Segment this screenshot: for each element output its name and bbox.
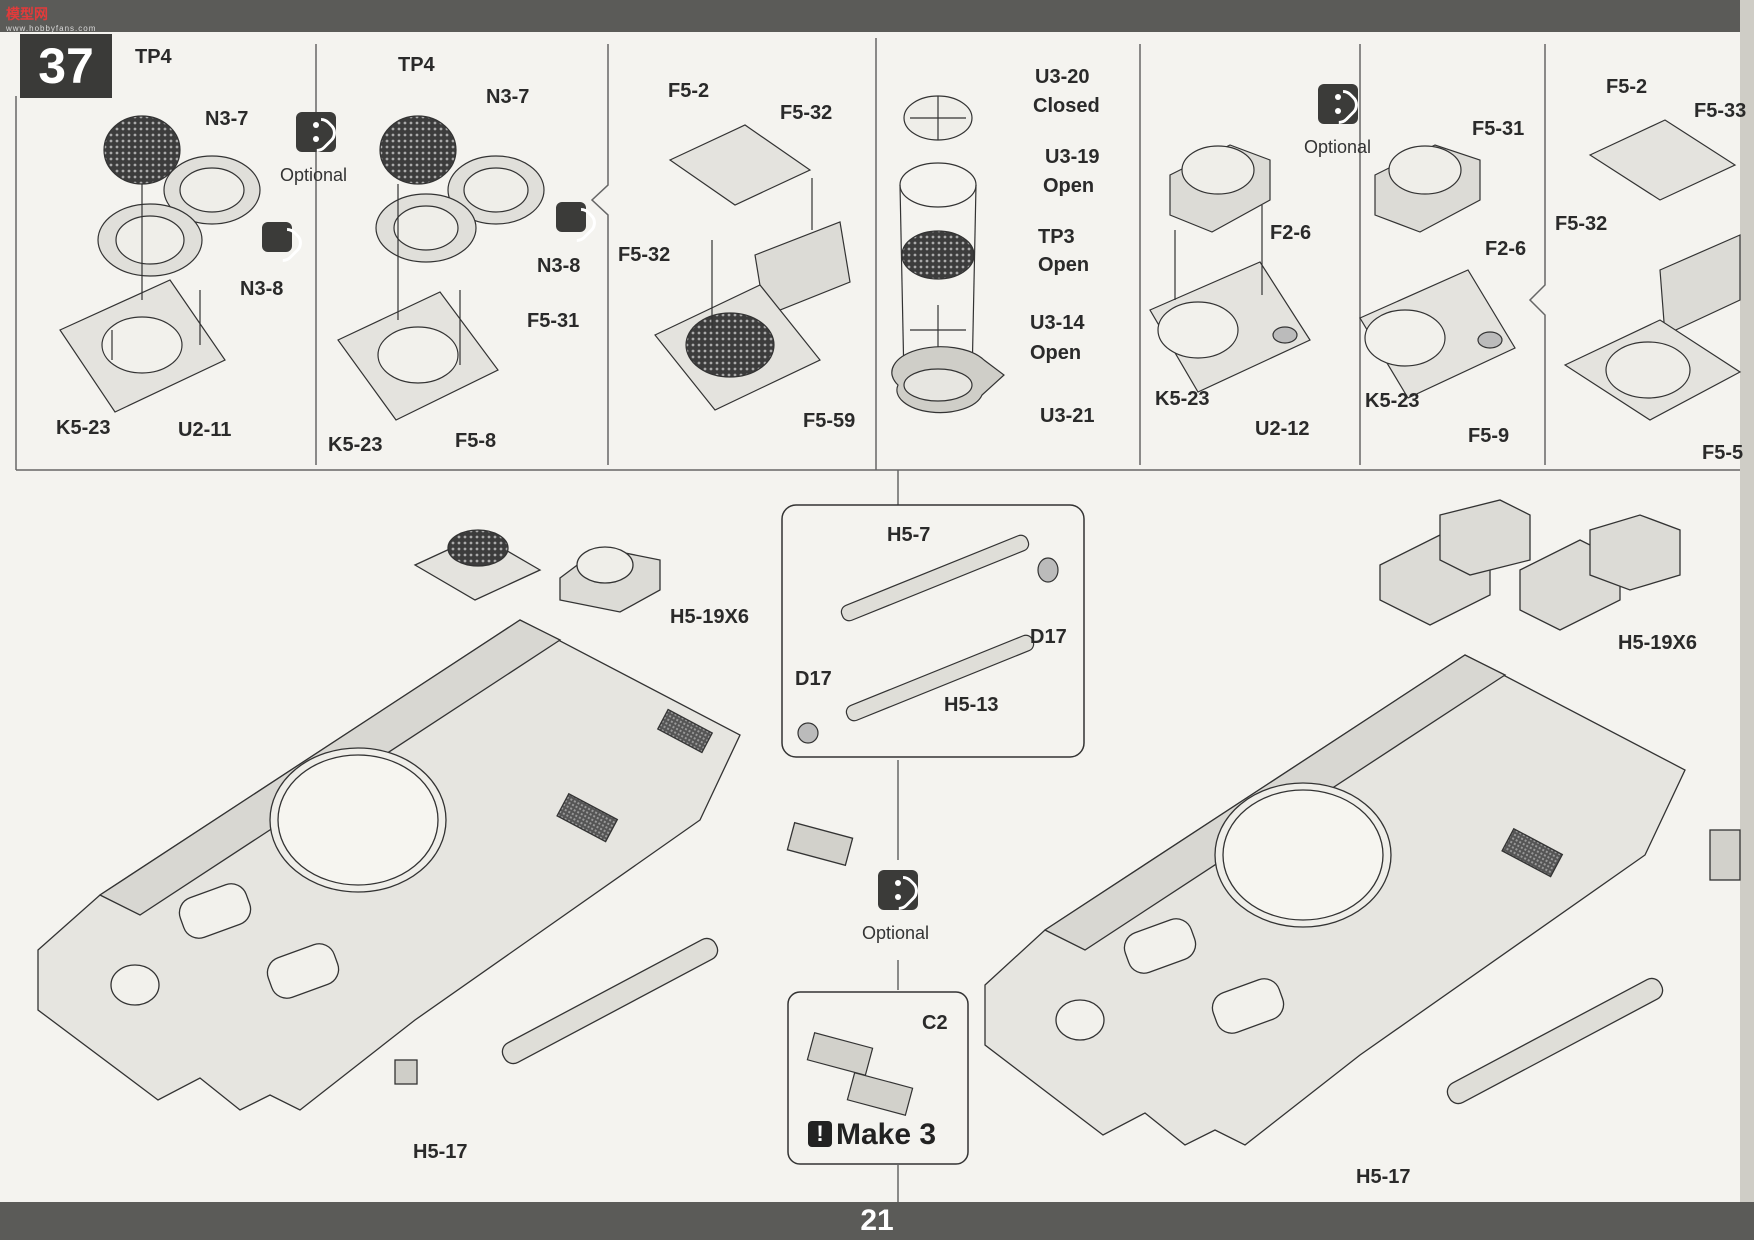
optional-label: Optional xyxy=(1304,137,1372,157)
part-label: U2-12 xyxy=(1255,418,1310,440)
part-label: TP3 xyxy=(1038,226,1075,248)
part-label: Open xyxy=(1043,175,1095,197)
part-label: Open xyxy=(1030,342,1082,364)
part-label: F5-2 xyxy=(668,80,710,102)
part-label: K5-23 xyxy=(328,434,383,456)
part-label: F5-32 xyxy=(618,244,671,266)
part-label: F5-9 xyxy=(1468,425,1510,447)
page-edge xyxy=(1740,0,1754,1240)
optional-icon xyxy=(556,202,586,232)
part-label: N3-7 xyxy=(486,86,530,108)
part-label: F5-59 xyxy=(803,410,856,432)
make-count: !Make 3 xyxy=(808,1118,936,1152)
part-label: Closed xyxy=(1033,95,1100,117)
part-label: U3-20 xyxy=(1035,66,1090,88)
part-label: F5-31 xyxy=(1472,118,1525,140)
part-label: C2 xyxy=(922,1012,948,1034)
optional-label: Optional xyxy=(862,923,930,943)
part-label: F5-32 xyxy=(780,102,833,124)
part-label: TP4 xyxy=(398,54,435,76)
part-label: F5-33 xyxy=(1694,100,1747,122)
part-label: F5-32 xyxy=(1555,213,1608,235)
part-label: D17 xyxy=(795,668,832,690)
part-label: Open xyxy=(1038,254,1090,276)
part-label: F5-5 xyxy=(1702,442,1744,464)
step-number: 37 xyxy=(20,34,112,98)
optional-label: Optional xyxy=(280,165,348,185)
optional-icon xyxy=(878,870,918,910)
bottom-bar xyxy=(0,1202,1754,1240)
part-label: H5-13 xyxy=(944,694,999,716)
part-label: F5-2 xyxy=(1606,76,1648,98)
part-label: F2-6 xyxy=(1270,222,1312,244)
top-bar xyxy=(0,0,1754,32)
part-label: D17 xyxy=(1030,626,1067,648)
part-label: U3-21 xyxy=(1040,405,1095,427)
part-label: N3-7 xyxy=(205,108,249,130)
part-label: H5-17 xyxy=(1356,1166,1411,1188)
page-number: 21 xyxy=(860,1204,894,1237)
part-label: U3-14 xyxy=(1030,312,1085,334)
part-label: U3-19 xyxy=(1045,146,1100,168)
part-label: H5-19X6 xyxy=(670,606,749,628)
part-label: K5-23 xyxy=(56,417,111,439)
part-label: K5-23 xyxy=(1365,390,1420,412)
part-label: H5-19X6 xyxy=(1618,632,1697,654)
part-label: H5-7 xyxy=(887,524,931,546)
part-label: N3-8 xyxy=(240,278,284,300)
part-label: F2-6 xyxy=(1485,238,1527,260)
optional-icon xyxy=(296,112,336,152)
optional-icon xyxy=(262,222,292,252)
optional-icon xyxy=(1318,84,1358,124)
part-label: F5-8 xyxy=(455,430,497,452)
part-label: U2-11 xyxy=(178,419,232,441)
part-label: TP4 xyxy=(135,46,172,68)
part-label: N3-8 xyxy=(537,255,581,277)
part-label: H5-17 xyxy=(413,1141,468,1163)
part-label: K5-23 xyxy=(1155,388,1210,410)
part-label: F5-31 xyxy=(527,310,580,332)
